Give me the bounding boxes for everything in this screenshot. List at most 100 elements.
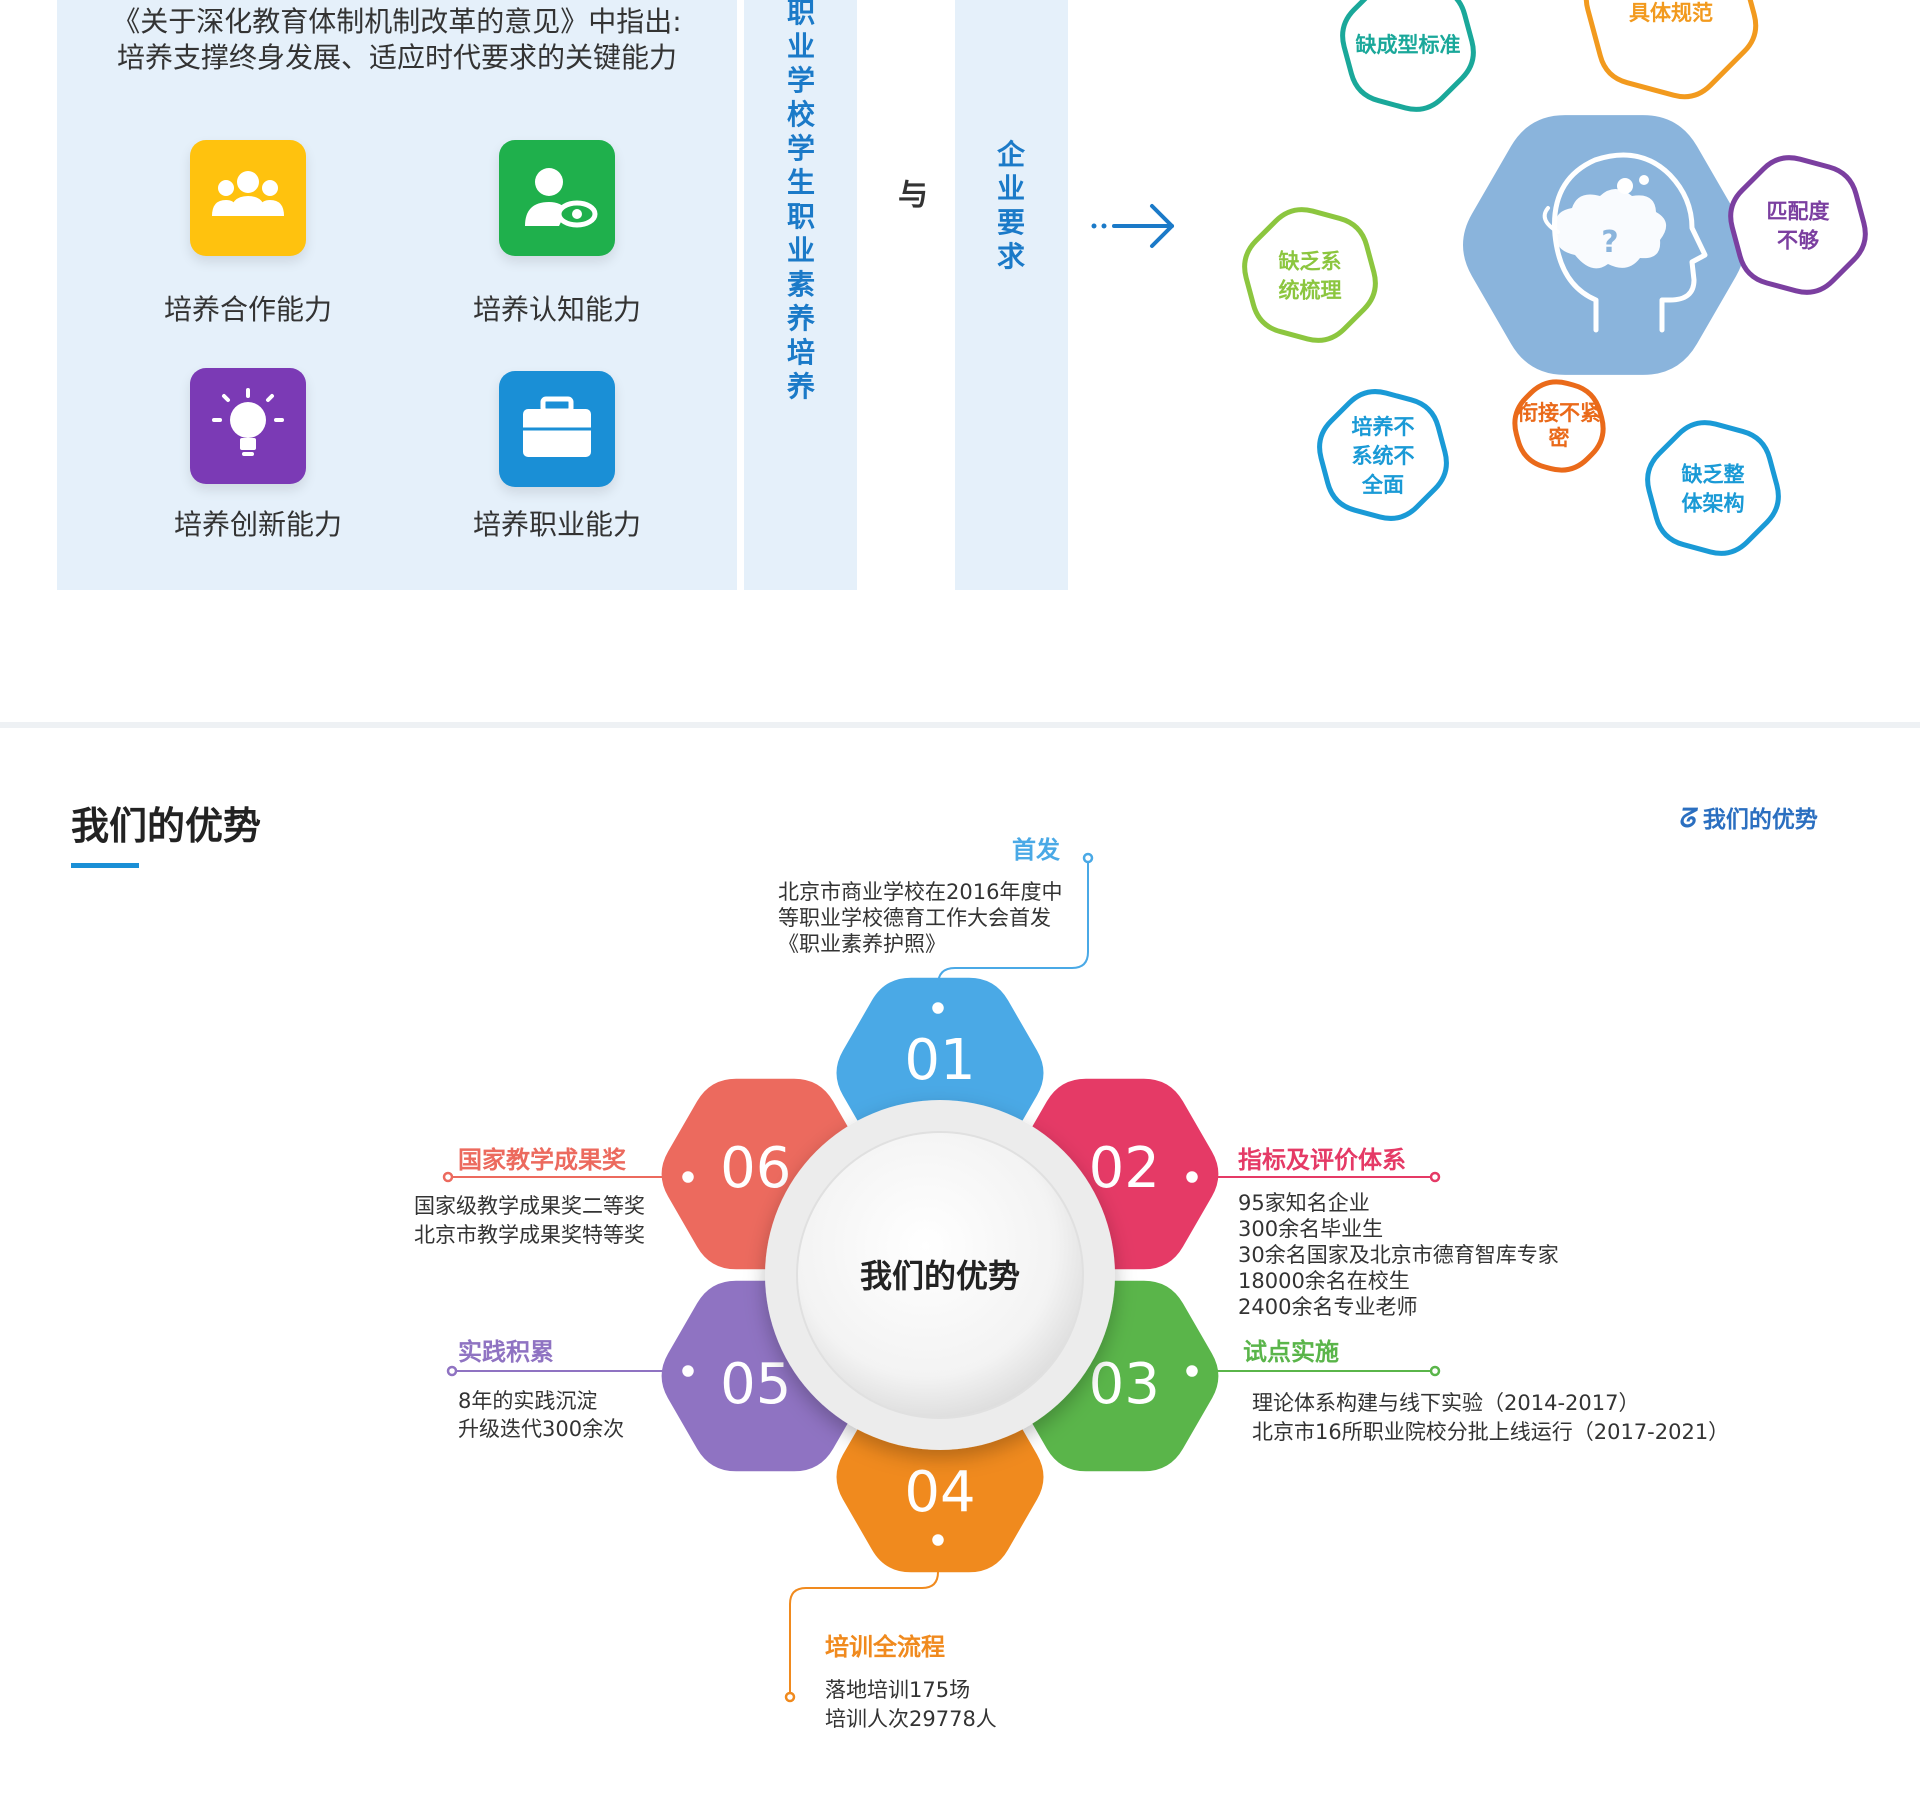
advantage-line: 300余名毕业生 (1238, 1217, 1384, 1241)
connector-dot (1429, 1365, 1441, 1377)
connector-dot (446, 1365, 458, 1377)
vertical-char: 企 (996, 138, 1025, 171)
ability-label: 培养合作能力 (163, 293, 332, 326)
ability-label: 培养创新能力 (173, 508, 342, 541)
problem-label-line: 不够 (1777, 228, 1819, 252)
advantage-line: 国家级教学成果奖二等奖 (414, 1194, 645, 1218)
advantage-title-05: 实践积累 (458, 1338, 554, 1366)
connector-line (937, 858, 1089, 1008)
vertical-char: 职 (786, 0, 815, 29)
vertical-label-school: 职业学校学生职业素养培养 (771, 0, 831, 404)
section-divider (0, 722, 1920, 728)
vertical-char: 养 (786, 302, 815, 335)
advantage-line: 8年的实践沉淀 (458, 1389, 598, 1413)
connector-dot (1429, 1171, 1441, 1183)
advantage-title-02: 指标及评价体系 (1238, 1146, 1406, 1174)
problem-label-line: 系统不 (1352, 444, 1415, 468)
connector-dot (1082, 852, 1094, 864)
advantage-line: 18000余名在校生 (1238, 1269, 1410, 1293)
advantage-number: 03 (1089, 1352, 1160, 1417)
connector-dot (929, 999, 947, 1017)
advantage-title-03: 试点实施 (1243, 1338, 1339, 1366)
advantage-line: 培训人次29778人 (825, 1707, 997, 1731)
thought-cloud-icon (1555, 189, 1667, 269)
title-underline (71, 863, 139, 868)
ability-label: 培养认知能力 (472, 293, 641, 326)
problem-label-line: 统梳理 (1279, 278, 1342, 302)
center-ball (796, 1131, 1084, 1419)
advantage-line: 95家知名企业 (1238, 1191, 1370, 1215)
vertical-char: 生 (786, 166, 815, 199)
advantage-number: 05 (720, 1352, 791, 1417)
center-label: 我们的优势 (860, 1257, 1020, 1295)
vertical-char: 业 (786, 234, 815, 267)
advantage-line: 《职业素养护照》 (778, 932, 946, 956)
group-icon (212, 171, 284, 216)
vertical-label-enterprise: 企业要求 (981, 138, 1041, 274)
connector-dot (784, 1691, 796, 1703)
head-icon (1552, 152, 1708, 333)
advantage-line: 北京市16所职业院校分批上线运行（2017-2021） (1252, 1420, 1730, 1444)
question-mark-icon: ? (1601, 225, 1618, 260)
ability-tile-innovation (190, 368, 306, 484)
advantage-title-06: 国家教学成果奖 (458, 1146, 626, 1174)
problem-label-line: 匹配度 (1767, 199, 1830, 223)
advantage-line: 2400余名专业老师 (1238, 1295, 1418, 1319)
advantage-title-01: 首发 (1012, 836, 1060, 864)
problem-label-line: 缺乏系 (1279, 249, 1342, 273)
advantage-number: 02 (1089, 1136, 1160, 1201)
problem-label-line: 衔接不紧 (1517, 401, 1601, 425)
vertical-char: 培 (786, 336, 815, 369)
problem-label-line: 全面 (1361, 473, 1404, 497)
vertical-panel-school (744, 0, 857, 590)
vertical-char: 业 (786, 30, 815, 63)
problem-label-line: 缺乏整 (1682, 462, 1745, 486)
section-title: 我们的优势 (71, 804, 262, 848)
advantage-line: 北京市教学成果奖特等奖 (414, 1223, 645, 1247)
quote-line: 《关于深化教育体制机制改革的意见》中指出: (112, 5, 682, 38)
briefcase-icon (523, 396, 591, 457)
advantage-number: 06 (720, 1136, 791, 1201)
advantage-line: 落地培训175场 (825, 1678, 971, 1702)
connector-dot (1183, 1168, 1201, 1186)
connector-line (789, 1540, 939, 1697)
problem-label-line: 培养不 (1352, 415, 1415, 439)
vertical-panel-enterprise (955, 0, 1068, 590)
vertical-char: 校 (786, 98, 815, 131)
problem-label-line: 缺成型标准 (1356, 33, 1461, 57)
advantages-link-label: 我们的优势 (1702, 807, 1818, 833)
connector-label: 与 (898, 178, 928, 213)
ability-tile-cognition (499, 140, 615, 256)
vertical-char: 学 (786, 132, 815, 165)
vertical-char: 职 (786, 200, 815, 233)
problem-hex: 具体规范 (1583, 0, 1759, 100)
quote-line: 培养支撑终身发展、适应时代要求的关键能力 (116, 41, 677, 74)
connector-dot (679, 1362, 697, 1380)
user-eye-icon (525, 168, 598, 228)
center-head-hex: ? (1463, 115, 1745, 375)
advantage-title-04: 培训全流程 (825, 1633, 945, 1661)
arrow-right-icon (1091, 204, 1174, 248)
advantage-number: 04 (904, 1460, 975, 1525)
problem-label-line: 密 (1549, 426, 1570, 450)
vertical-char: 养 (786, 370, 815, 403)
ability-label: 培养职业能力 (472, 508, 641, 541)
policy-quote: 《关于深化教育体制机制改革的意见》中指出: 培养支撑终身发展、适应时代要求的关键… (57, 4, 737, 76)
vertical-char: 要 (996, 206, 1025, 239)
problem-label-line: 体架构 (1682, 491, 1745, 515)
connector-dot (929, 1531, 947, 1549)
problem-hex: 缺成型标准 (1340, 0, 1476, 112)
problem-cluster: ? 缺成型标准具体规范缺乏系统梳理匹配度不够培养不系统不全面衔接不紧密缺乏整体架… (1242, 0, 1868, 556)
vertical-char: 求 (996, 240, 1025, 273)
advantage-line: 北京市商业学校在2016年度中 (778, 880, 1063, 904)
advantage-line: 等职业学校德育工作大会首发 (778, 906, 1051, 930)
problem-label-line: 具体规范 (1629, 1, 1713, 25)
connector-dot (679, 1168, 697, 1186)
